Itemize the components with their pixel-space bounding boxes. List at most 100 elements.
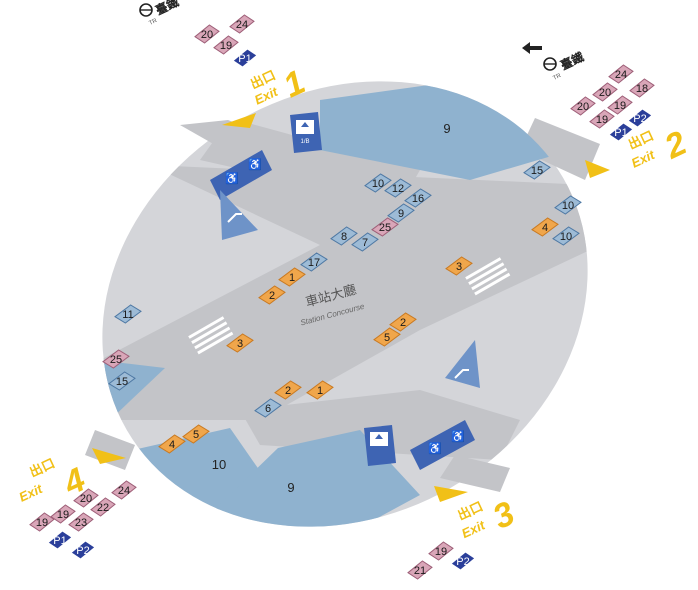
exit2-board-19: 19 (589, 109, 615, 129)
tile-orange-3: 3 (445, 256, 473, 276)
exit1-board-19-label: 19 (220, 40, 232, 52)
wheelchair-icon: ♿ (451, 430, 465, 443)
svg-text:1: 1 (278, 63, 311, 105)
exit2-board-24-label: 24 (615, 69, 627, 81)
tile-orange-5-label: 5 (193, 429, 199, 441)
exit3-board-19: 19 (428, 541, 454, 561)
exit-arrow-icon (434, 486, 468, 502)
tile-blue-11-label: 11 (122, 309, 133, 321)
exit4-label: 出口 Exit 4 (17, 455, 92, 505)
exit1-board-24-label: 24 (236, 19, 248, 31)
tile-orange-2: 2 (389, 312, 417, 332)
escalator-north (220, 190, 258, 240)
accessible-restroom-icon: ♿ (225, 172, 239, 185)
tile-orange-4: 4 (158, 434, 186, 454)
escalator-south (445, 340, 480, 388)
tile-orange-2-label: 2 (400, 317, 406, 329)
tile-blue-15: 15 (108, 371, 136, 391)
exit1-board-p1: P1 (232, 48, 258, 68)
tile-blue-10: 10 (554, 195, 582, 215)
tile-orange-5-label: 5 (384, 332, 390, 344)
exit4-board-22-label: 22 (97, 502, 109, 514)
tile-orange-2-label: 2 (269, 290, 275, 302)
tile-orange-4: 4 (531, 217, 559, 237)
elevator-south (364, 425, 396, 466)
exit2-board-19: 19 (607, 95, 633, 115)
exit4-board-24: 24 (111, 480, 137, 500)
exit4-corridor (85, 430, 135, 470)
exit4-board-p2: P2 (70, 540, 96, 560)
tile-blue-8-label: 8 (341, 231, 347, 243)
exit2-board-19-label: 19 (596, 114, 608, 126)
exit-arrow-icon (522, 42, 542, 54)
exit4-board-p1-label: P1 (53, 535, 66, 547)
exit-arrow-icon (585, 160, 610, 178)
exit2-corridor (520, 118, 600, 180)
restroom-panel-south: ♿ ♿ (410, 420, 475, 470)
exit4-board-23: 23 (68, 512, 94, 532)
exit3-board-p2: P2 (450, 551, 476, 571)
exit-boards: 242019P1241820192019P1P219P2212420221923… (29, 14, 655, 580)
exit2-board-20-label: 20 (577, 101, 589, 113)
exit2-board-p2-label: P2 (633, 113, 646, 125)
crosswalk-west (188, 316, 234, 355)
exit3-board-p2-label: P2 (456, 556, 469, 568)
svg-text:Exit: Exit (17, 481, 46, 505)
tile-orange-2: 2 (258, 285, 286, 305)
escalator-icon (227, 213, 242, 223)
tile-blue-12: 12 (384, 178, 412, 198)
wheelchair-icon: ♿ (248, 158, 262, 171)
tile-orange-1-label: 1 (317, 385, 323, 397)
exit3-board-21: 21 (407, 560, 433, 580)
tile-orange-1: 1 (306, 380, 334, 400)
tile-orange-5: 5 (182, 424, 210, 444)
svg-text:2: 2 (658, 124, 692, 167)
tile-pink-25: 25 (371, 217, 399, 237)
tile-orange-2-label: 2 (285, 385, 291, 397)
tile-orange-1-label: 1 (289, 272, 295, 284)
exit2-board-20-label: 20 (599, 87, 611, 99)
exit4-board-19-label: 19 (36, 517, 48, 529)
exit4-board-24-label: 24 (118, 485, 130, 497)
tile-blue-10-label: 10 (372, 178, 384, 190)
tile-orange-3: 3 (226, 333, 254, 353)
exit2-board-24: 24 (608, 64, 634, 84)
elevator-icon (301, 122, 309, 127)
tile-blue-15-label: 15 (116, 376, 128, 388)
exit4-board-20-label: 20 (80, 493, 92, 505)
exit2-label: 出口 Exit 2 (626, 124, 693, 171)
tile-pink-25-label: 25 (379, 222, 391, 234)
exit2-board-p2: P2 (627, 108, 653, 128)
exit4-board-19: 19 (29, 512, 55, 532)
tile-blue-7: 7 (351, 232, 379, 252)
exit4-board-p1: P1 (47, 530, 73, 550)
tile-pink-25: 25 (102, 349, 130, 369)
exit1-board-24: 24 (229, 14, 255, 34)
tra-en-right: TR (552, 73, 562, 82)
exit4-board-p2-label: P2 (76, 545, 89, 557)
exit2-board-18-label: 18 (636, 83, 648, 95)
tile-blue-12-label: 12 (392, 183, 404, 195)
exit3-corridor (440, 455, 510, 492)
exit2-board-20: 20 (592, 82, 618, 102)
tile-pink-25-label: 25 (110, 354, 122, 366)
escalator-icon (454, 369, 469, 379)
exit4-board-20: 20 (73, 488, 99, 508)
tile-blue-9-label: 9 (398, 208, 404, 220)
tile-blue-10: 10 (552, 226, 580, 246)
tile-blue-6-label: 6 (265, 403, 271, 415)
tile-blue-8: 8 (330, 226, 358, 246)
tra-zh-top: 臺鐵 (153, 0, 181, 18)
elevator-icon (375, 434, 383, 439)
exit-arrow-icon (222, 113, 256, 128)
tra-en-top: TR (148, 18, 158, 27)
tile-blue-9: 9 (387, 203, 415, 223)
tile-blue-17: 17 (300, 252, 328, 272)
exit3-board-21-label: 21 (414, 565, 426, 577)
tile-orange-3-label: 3 (237, 338, 243, 350)
tile-blue-10-label: 10 (560, 231, 572, 243)
tile-orange-4-label: 4 (542, 222, 548, 234)
svg-text:1/B: 1/B (300, 139, 309, 145)
